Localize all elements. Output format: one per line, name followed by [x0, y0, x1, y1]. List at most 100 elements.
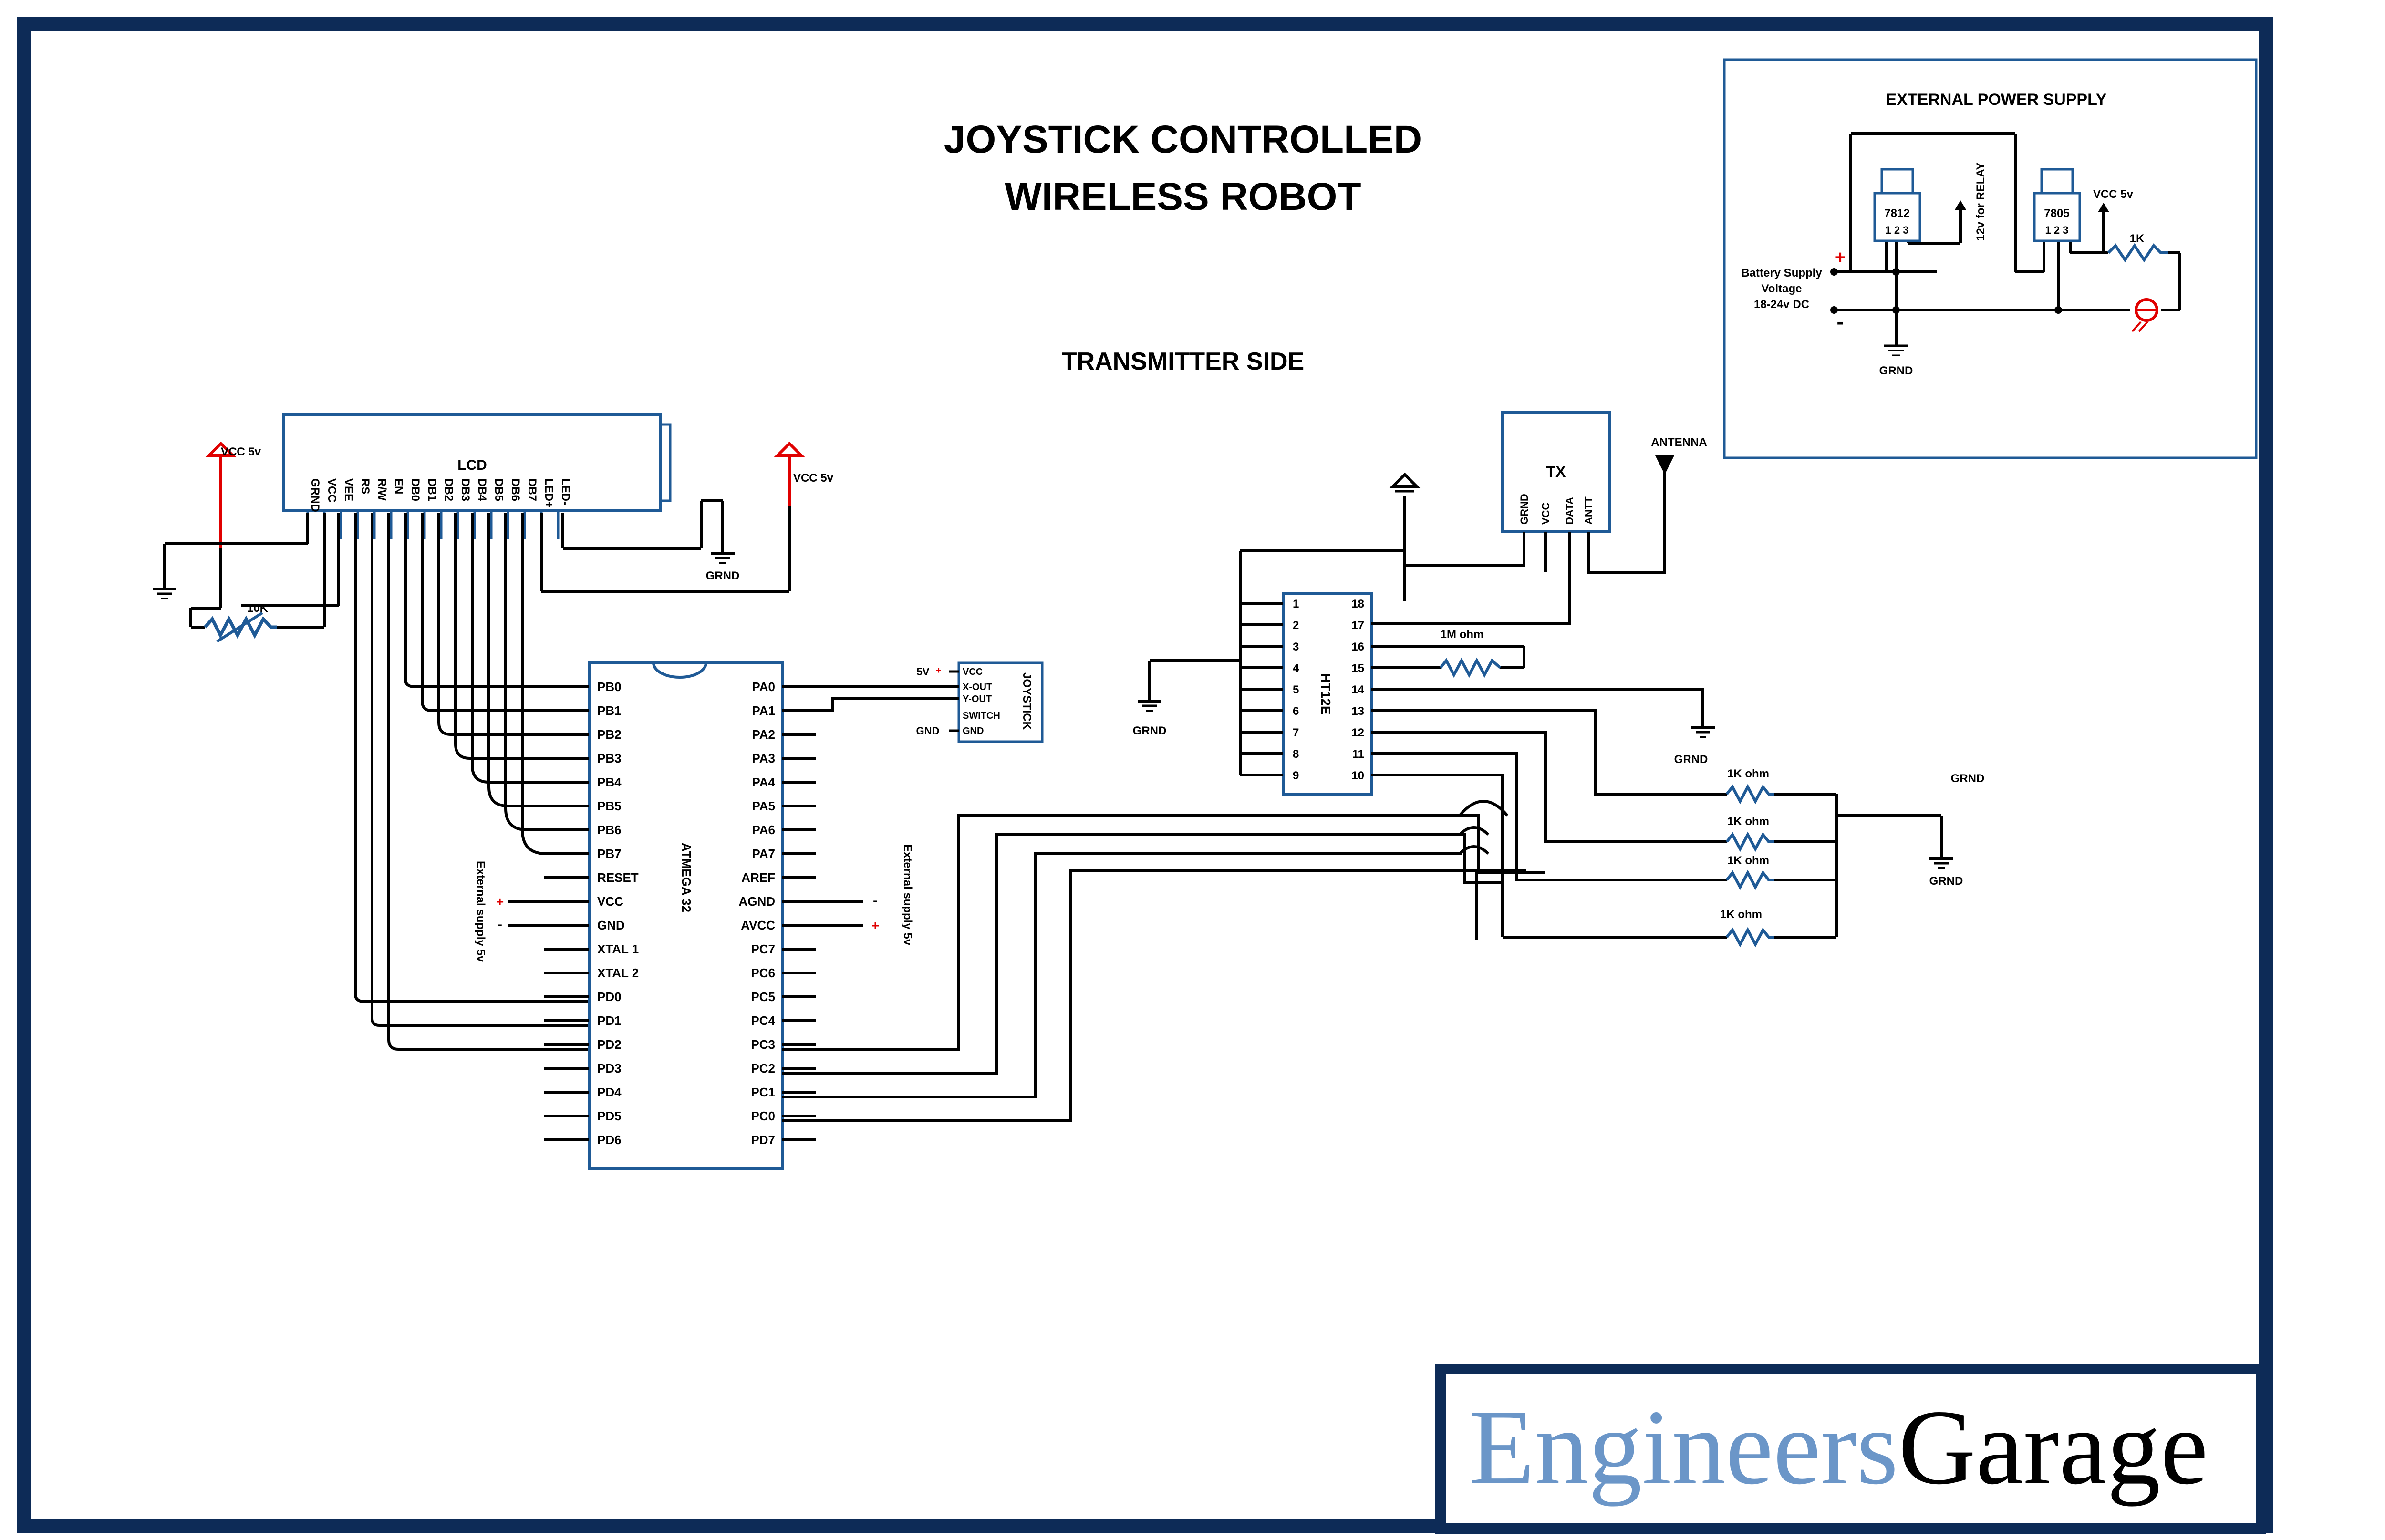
- encoder-right-pin-label: 18: [1351, 598, 1364, 610]
- mcu-left-pin-label: PD5: [597, 1109, 622, 1123]
- joystick-pin-label: SWITCH: [963, 711, 1000, 721]
- joystick-pin-label: VCC: [963, 667, 983, 677]
- mcu-right-pin-label: PC2: [751, 1061, 775, 1075]
- lcd-pin-label: DB5: [492, 478, 505, 501]
- lcd-pin-label: DB0: [409, 478, 422, 501]
- lcd-pin-label: LED-: [559, 478, 572, 505]
- resistor-label-3: 1K ohm: [1727, 854, 1769, 867]
- lcd-pin-label: EN: [392, 478, 405, 494]
- resistor-label-1: 1K ohm: [1727, 767, 1769, 780]
- joystick-pin-label: X-OUT: [963, 682, 992, 692]
- battery-plus-sign: +: [1835, 248, 1846, 268]
- oscillator-resistor: [1439, 657, 1501, 678]
- mcu-right-pin-label: PA3: [752, 751, 775, 765]
- mcu-right-pin-label: PD7: [751, 1133, 775, 1147]
- regulator-7812-pins: 1 2 3: [1886, 224, 1909, 236]
- lcd-wires: [354, 513, 589, 1051]
- battery-label-3: 18-24v DC: [1754, 298, 1809, 311]
- mcu-left-pin-label: GND: [597, 918, 625, 932]
- lcd-pin-label: VEE: [342, 478, 355, 501]
- lcd-grnd-label: GRND: [706, 569, 740, 582]
- mcu-left-pin-label: PD3: [597, 1061, 622, 1075]
- encoder-right-pin-label: 11: [1352, 748, 1364, 761]
- resistor-label-2: 1K ohm: [1727, 815, 1769, 828]
- lcd-module: [282, 413, 662, 512]
- ground-icon: [1929, 857, 1953, 869]
- mcu-left-pin-label: XTAL 1: [597, 942, 639, 956]
- resistor-bank: 1K ohm 1K ohm 1K ohm 1K ohm GRND GRND: [1720, 767, 1985, 948]
- lcd-pin-label: DB3: [459, 478, 472, 501]
- logo-part1: Engineers: [1469, 1387, 1898, 1507]
- resistor-1k-2: [1725, 831, 1774, 852]
- encoder-left-pin-label: 5: [1293, 683, 1299, 696]
- pot-label: 10K: [247, 602, 269, 615]
- mcu-right-pin-label: AVCC: [741, 918, 775, 932]
- mcu-right-pins: PA0PA1PA2PA3PA4PA5PA6PA7AREFAGNDAVCCPC7P…: [738, 680, 816, 1147]
- lcd-pin-label: RS: [359, 478, 372, 494]
- encoder-right-pin-label: 10: [1351, 769, 1364, 782]
- mcu-right-pin-label: PC4: [751, 1013, 775, 1028]
- lcd-pin-label: R/W: [375, 478, 388, 501]
- joystick-pin-label: Y-OUT: [963, 694, 992, 704]
- title-line2: WIRELESS ROBOT: [1005, 175, 1361, 218]
- encoder-left-pin-label: 8: [1293, 748, 1299, 761]
- resistor-grnd-top: GRND: [1951, 772, 1985, 785]
- ground-icon: [1138, 700, 1161, 712]
- svg-text:EngineersGarage: EngineersGarage: [1469, 1387, 2208, 1507]
- resistor-1k-1: [1725, 784, 1774, 805]
- lcd-title: LCD: [457, 457, 487, 473]
- mcu-right-pin-label: PA1: [752, 703, 775, 718]
- encoder-left-pin-label: 9: [1293, 769, 1299, 782]
- led-icon: [2131, 298, 2158, 332]
- mcu-right-pin-label: PC1: [751, 1085, 775, 1099]
- encoder-left-pin-label: 3: [1293, 641, 1299, 653]
- resistor-1k-3: [1725, 869, 1774, 890]
- battery-minus-sign: -: [1836, 309, 1844, 334]
- mcu-right-pin-label: PA4: [752, 775, 775, 789]
- resistor-label-4: 1K ohm: [1720, 908, 1762, 921]
- mcu-right-pin-label: PC0: [751, 1109, 775, 1123]
- lcd-pin-label: DB7: [526, 478, 539, 501]
- mcu-left-pin-label: PD4: [597, 1085, 622, 1099]
- ground-icon: [1691, 726, 1715, 738]
- mcu-right-pin-label: PA7: [752, 847, 775, 861]
- battery-label-1: Battery Supply: [1741, 267, 1822, 279]
- tx-pin-label: DATA: [1564, 497, 1576, 525]
- mcu-left-pin-label: XTAL 2: [597, 966, 639, 980]
- mcu-right-pin-label: PC7: [751, 942, 775, 956]
- power-vcc-label: VCC 5v: [2093, 188, 2134, 201]
- resistor-grnd-bottom: GRND: [1929, 875, 1963, 888]
- encoder-left-pin-label: 7: [1293, 726, 1299, 739]
- encoder-grnd-right: GRND: [1674, 753, 1708, 766]
- encoder-right-pin-label: 12: [1351, 726, 1364, 739]
- encoder-right-pin-label: 14: [1351, 683, 1364, 696]
- power-supply-section: EXTERNAL POWER SUPPLY: [1723, 58, 2258, 459]
- tx-pin-label: GRND: [1518, 494, 1530, 525]
- tx-name: TX: [1546, 463, 1566, 480]
- mcu-left-pin-label: PB3: [597, 751, 622, 765]
- mcu-right-pin-label: PA5: [752, 799, 775, 813]
- wire-crossings: [1458, 800, 1526, 872]
- regulator-7805-label: 7805: [2044, 207, 2069, 220]
- mcu-left-pin-label: PD6: [597, 1133, 622, 1147]
- joystick-plus-sign: +: [936, 665, 942, 676]
- relay-supply-label: 12v for RELAY: [1974, 162, 1987, 241]
- power-supply-box: [1723, 58, 2258, 459]
- joystick-pin-label: GND: [963, 726, 984, 736]
- antenna-label: ANTENNA: [1651, 436, 1707, 449]
- mcu-right-pin-label: PA2: [752, 727, 775, 742]
- antenna-icon: [1655, 455, 1674, 475]
- logo-part2: Garage: [1898, 1387, 2209, 1507]
- encoder-right-pin-label: 17: [1351, 619, 1364, 632]
- mcu-left-pins: PB0PB1PB2PB3PB4PB5PB6PB7RESETVCCGNDXTAL …: [544, 680, 639, 1147]
- mcu-left-pin-label: PB2: [597, 727, 622, 742]
- resistor-1k-4: [1725, 927, 1774, 948]
- power-resistor-1k: [2107, 243, 2168, 263]
- atmega32-chip: [588, 661, 784, 1170]
- mcu-left-pin-label: PB4: [597, 775, 622, 789]
